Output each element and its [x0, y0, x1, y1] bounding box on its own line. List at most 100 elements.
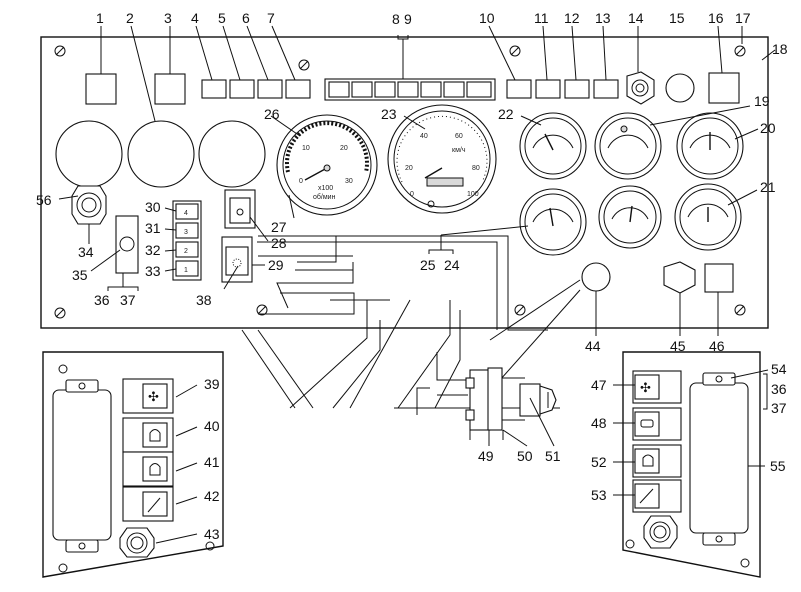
callout-42: 42 [204, 488, 220, 504]
switch-43 [119, 527, 155, 558]
nut-45 [663, 261, 696, 294]
gauge-blank-right [198, 120, 266, 188]
callout-43: 43 [204, 526, 220, 542]
callout-7: 7 [267, 10, 275, 26]
callout-27: 27 [271, 219, 287, 235]
bulb-icon-52 [642, 454, 654, 467]
callout-44: 44 [585, 338, 601, 354]
gear-4: 4 [184, 210, 188, 217]
speedo-unit: км/ч [452, 147, 466, 154]
callout-47: 47 [591, 377, 607, 393]
tachometer-26: 0 10 20 30 x100 об/мин [276, 114, 378, 216]
gauge-blank-left [55, 120, 123, 188]
callout-23: 23 [381, 106, 397, 122]
speedo-needle [424, 167, 443, 179]
gauge-blank-2 [127, 120, 195, 188]
callout-50: 50 [517, 448, 533, 464]
callout-36b: 36 [771, 381, 787, 397]
callout-24: 24 [444, 257, 460, 273]
socket-35 [115, 215, 139, 274]
switch-16 [708, 72, 740, 104]
wiring [241, 235, 581, 415]
callout-20: 20 [760, 120, 776, 136]
callout-48: 48 [591, 415, 607, 431]
callout-49: 49 [478, 448, 494, 464]
callout-18: 18 [772, 41, 788, 57]
right-side-panel: ✣ [622, 351, 761, 578]
lamp-strip-8-9 [324, 78, 496, 101]
callout-9: 9 [404, 11, 412, 27]
odometer [426, 177, 464, 187]
speedo-scale-1: 20 [405, 165, 413, 172]
callout-53: 53 [591, 487, 607, 503]
tacho-unit-top: x100 [318, 185, 333, 192]
gauge-19 [594, 112, 662, 180]
tacho-scale-1: 10 [302, 145, 310, 152]
gauge-20 [676, 112, 744, 180]
callout-28: 28 [271, 235, 287, 251]
callout-33: 33 [145, 263, 161, 279]
tacho-unit-bottom: об/мин [313, 193, 336, 201]
gear-3: 3 [184, 229, 188, 236]
left-side-panel: ✣ [42, 351, 224, 578]
callout-51: 51 [545, 448, 561, 464]
callout-37b: 37 [771, 400, 787, 416]
callout-31: 31 [145, 220, 161, 236]
speedo-scale-4: 80 [472, 165, 480, 172]
ignition-switch-assembly [465, 367, 557, 440]
gauge-22 [519, 112, 587, 180]
panel-screws [54, 45, 746, 319]
switch-1 [85, 73, 117, 105]
callout-55: 55 [770, 458, 786, 474]
speedo-scale-5: 100 [467, 191, 479, 198]
lamp-11 [535, 79, 561, 99]
callout-45: 45 [670, 338, 686, 354]
speedo-scale-3: 60 [455, 133, 463, 140]
lamp-icon-48 [640, 419, 654, 428]
callout-39: 39 [204, 376, 220, 392]
lamp-13 [593, 79, 619, 99]
callout-12: 12 [564, 10, 580, 26]
callout-11: 11 [534, 10, 549, 26]
tacho-scale-3: 30 [345, 178, 353, 185]
callout-16: 16 [708, 10, 724, 26]
switch-46 [704, 263, 734, 293]
tacho-needle [304, 167, 328, 181]
callout-52: 52 [591, 454, 607, 470]
callout-14: 14 [628, 10, 644, 26]
callout-2: 2 [126, 10, 134, 26]
gauge-fuel [598, 185, 662, 249]
callout-30: 30 [145, 199, 161, 215]
gear-2: 2 [184, 248, 188, 255]
lamp-10 [506, 79, 532, 99]
gauge-21 [674, 183, 742, 251]
callout-6: 6 [242, 10, 250, 26]
callout-21: 21 [760, 179, 776, 195]
gauge-24 [519, 188, 587, 256]
callout-3: 3 [164, 10, 172, 26]
lamp-4 [201, 79, 227, 99]
lamp-7 [285, 79, 311, 99]
callout-25: 25 [420, 257, 436, 273]
main-panel: 0 10 20 30 x100 об/мин 0 20 40 60 80 100… [40, 36, 769, 329]
callout-26: 26 [264, 106, 280, 122]
callout-38: 38 [196, 292, 212, 308]
cover-55 [689, 382, 749, 534]
callout-40: 40 [204, 418, 220, 434]
callout-37: 37 [120, 292, 136, 308]
switch-29 [221, 236, 253, 283]
fan-icon-39: ✣ [148, 390, 159, 405]
callout-13: 13 [595, 10, 611, 26]
callout-1: 1 [96, 10, 104, 26]
callout-10: 10 [479, 10, 495, 26]
callout-54: 54 [771, 361, 787, 377]
tacho-scale-0: 0 [299, 178, 303, 185]
callout-36: 36 [94, 292, 110, 308]
switch-34 [71, 185, 107, 225]
callout-35: 35 [72, 267, 88, 283]
wiper-icon-42 [147, 497, 161, 513]
lamp-12 [564, 79, 590, 99]
callout-41: 41 [204, 454, 220, 470]
leader-lines [58, 25, 776, 544]
